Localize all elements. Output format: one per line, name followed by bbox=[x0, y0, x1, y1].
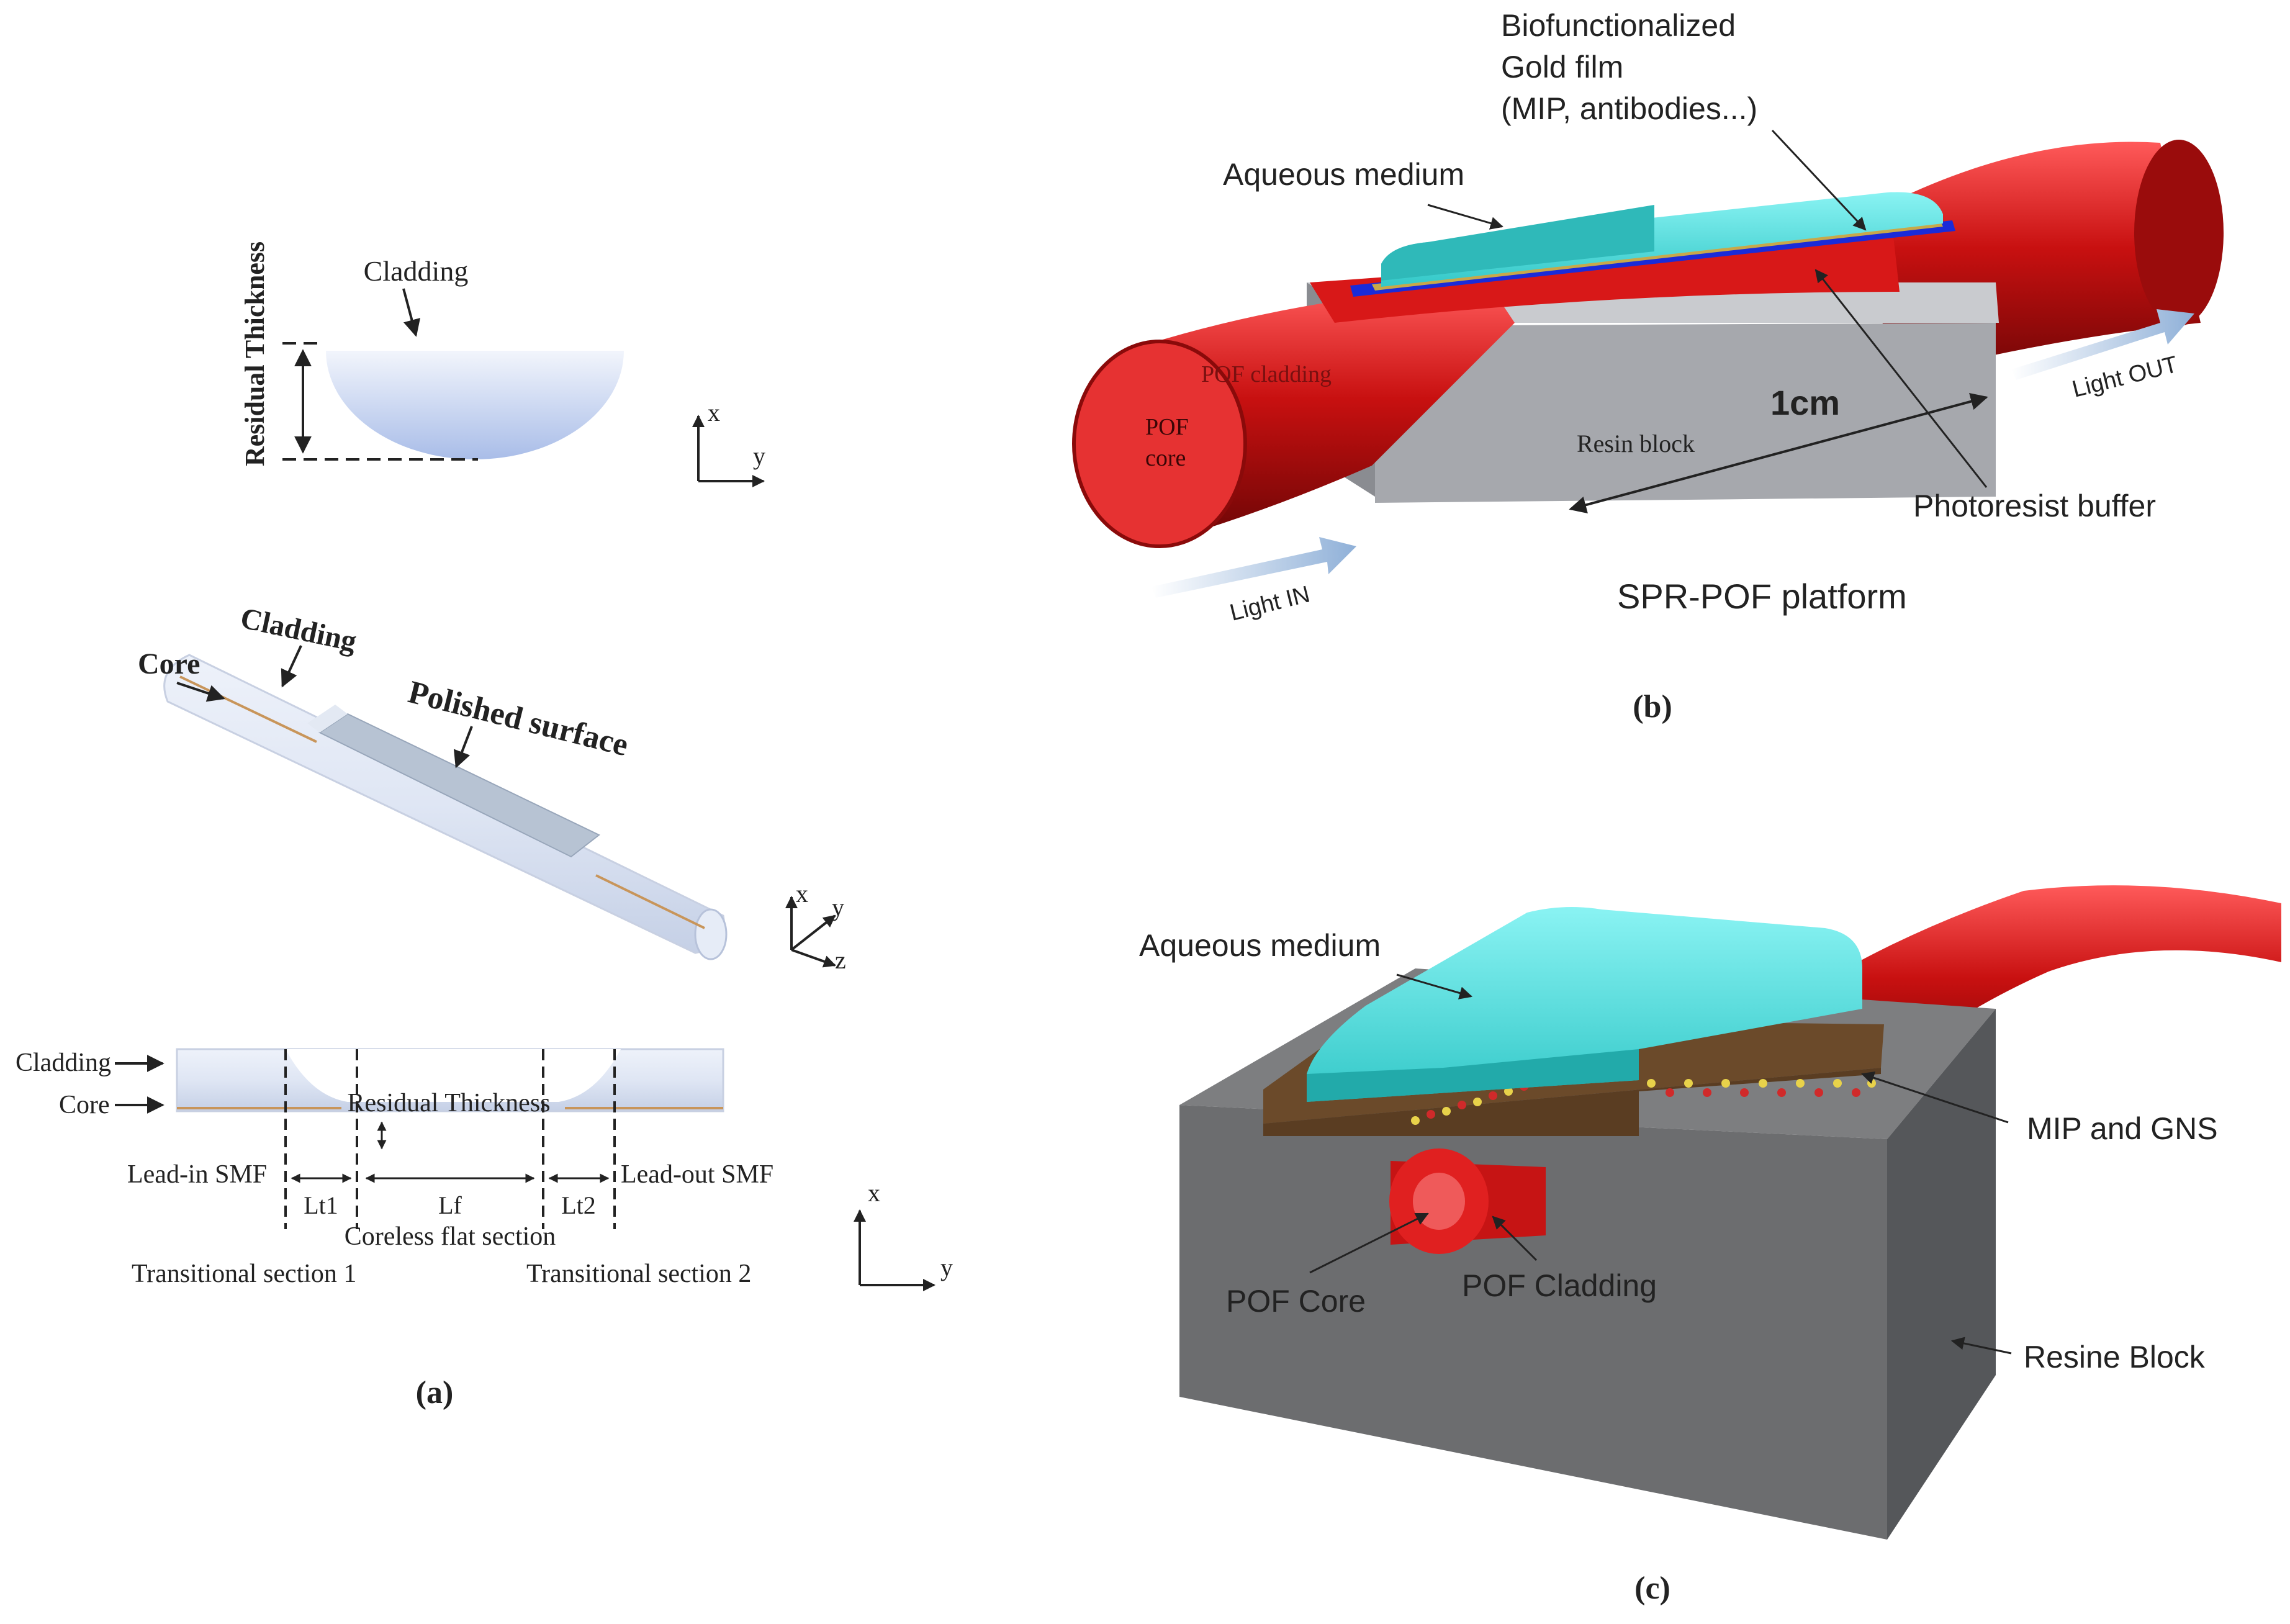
aqueous-arrow-b bbox=[1427, 204, 1504, 230]
axes-xyz: x y z bbox=[785, 880, 846, 974]
bio-gold-line-2: Gold film bbox=[1501, 50, 1623, 84]
lead-in-label: Lead-in SMF bbox=[127, 1160, 267, 1189]
lt2-label: Lt2 bbox=[561, 1191, 596, 1219]
aqueous-arrow-c bbox=[1396, 973, 1473, 999]
lt1-label: Lt1 bbox=[304, 1191, 338, 1219]
panel-a: Residual Thickness Cladding x y Cladding bbox=[16, 241, 953, 1410]
light-in-label: Light IN bbox=[1227, 581, 1312, 626]
pof-cladding-label: POF cladding bbox=[1201, 361, 1332, 387]
fiber-end-face bbox=[694, 908, 728, 960]
polished-surface-arrow bbox=[453, 726, 473, 769]
fiber-core-line-right bbox=[595, 874, 705, 929]
coreless-label: Coreless flat section bbox=[345, 1222, 556, 1251]
transitional-1-label: Transitional section 1 bbox=[132, 1260, 356, 1288]
resine-block-arrow bbox=[1950, 1337, 2012, 1355]
aqueous-medium-block bbox=[1307, 907, 1862, 1102]
pof-cladding-arrow-c bbox=[1492, 1216, 1538, 1261]
light-in-arrow bbox=[1152, 537, 1356, 598]
fiber-side-view: Cladding Core Residual Thickness Lead-in… bbox=[16, 1048, 953, 1291]
panel-c-caption: (c) bbox=[1634, 1571, 1670, 1606]
spr-pof-platform-label: SPR-POF platform bbox=[1617, 577, 1907, 616]
photoresist-buffer-label: Photoresist buffer bbox=[1913, 489, 2156, 523]
aqueous-medium-label-b: Aqueous medium bbox=[1223, 157, 1464, 192]
lf-label: Lf bbox=[438, 1191, 462, 1219]
light-out-label: Light OUT bbox=[2070, 351, 2180, 403]
axis-z-label-2: z bbox=[835, 946, 846, 974]
resine-block-front bbox=[1179, 1105, 1887, 1540]
core-3d-arrow bbox=[176, 682, 225, 702]
length-1cm-label: 1cm bbox=[1770, 383, 1840, 422]
resin-block-label: Resin block bbox=[1577, 430, 1695, 458]
panel-b-caption: (b) bbox=[1633, 689, 1672, 724]
residual-thickness-vertical-label: Residual Thickness bbox=[240, 241, 270, 466]
bio-gold-line-1: Biofunctionalized bbox=[1501, 8, 1736, 43]
fiber-core-line-left bbox=[179, 675, 317, 743]
side-residual-label: Residual Thickness bbox=[347, 1089, 550, 1117]
resine-block-label: Resine Block bbox=[2024, 1340, 2206, 1374]
pof-core-label-c: POF Core bbox=[1226, 1284, 1366, 1319]
pof-core-label-1: POF bbox=[1145, 414, 1189, 440]
axis-x-label-1: x bbox=[708, 399, 720, 426]
side-core-label: Core bbox=[59, 1091, 110, 1119]
bio-gold-arrow bbox=[1771, 129, 1867, 231]
polished-step-face bbox=[307, 705, 348, 733]
photoresist-arrow bbox=[1814, 269, 1988, 488]
pof-core-arrow-c bbox=[1309, 1212, 1429, 1274]
panel-c: Aqueous medium MIP and GNS POF Core POF … bbox=[1139, 885, 2281, 1606]
mip-arrow bbox=[1861, 1071, 2009, 1124]
axes-xy-3: x y bbox=[854, 1179, 953, 1291]
axis-y-label-3: y bbox=[940, 1253, 953, 1281]
cladding-label-top: Cladding bbox=[364, 255, 469, 287]
fiber-right-end bbox=[2134, 140, 2224, 326]
axis-y-label-1: y bbox=[753, 442, 765, 470]
axis-x-label-2: x bbox=[796, 880, 808, 908]
axis-x-label-3: x bbox=[868, 1179, 880, 1207]
pof-core-disc bbox=[1413, 1173, 1465, 1230]
core-label-3d: Core bbox=[138, 647, 200, 680]
cladding-3d-arrow bbox=[281, 645, 302, 688]
cross-section-view: Residual Thickness Cladding x y bbox=[240, 241, 765, 487]
fiber-mid-band bbox=[1310, 236, 1900, 323]
panel-a-caption: (a) bbox=[416, 1375, 454, 1410]
side-polished-groove bbox=[286, 1049, 621, 1102]
resine-block-right bbox=[1887, 1009, 1996, 1540]
pof-cladding-label-c: POF Cladding bbox=[1462, 1268, 1657, 1303]
pof-core-end-face bbox=[1072, 340, 1247, 548]
panel-b: Biofunctionalized Gold film (MIP, antibo… bbox=[1072, 8, 2224, 724]
mip-gns-label: MIP and GNS bbox=[2027, 1111, 2218, 1146]
transitional-2-label: Transitional section 2 bbox=[526, 1260, 751, 1288]
cladding-half-disc bbox=[326, 351, 624, 459]
polished-surface-label: Polished surface bbox=[405, 674, 632, 763]
axis-y-label-2: y bbox=[832, 893, 844, 921]
aqueous-medium-cut bbox=[1381, 205, 1654, 281]
lead-out-label: Lead-out SMF bbox=[621, 1160, 773, 1189]
pof-core-label-2: core bbox=[1145, 445, 1186, 471]
cladding-pointer-arrow bbox=[402, 288, 421, 337]
fiber-3d-view: Cladding Core Polished surface x y z bbox=[138, 602, 846, 974]
axes-xy-1: x y bbox=[692, 399, 765, 487]
bio-gold-line-3: (MIP, antibodies...) bbox=[1501, 91, 1757, 126]
length-dimension-arrow bbox=[1569, 393, 1988, 513]
aqueous-medium-label-c: Aqueous medium bbox=[1139, 928, 1381, 963]
side-cladding-label: Cladding bbox=[16, 1049, 111, 1077]
aqueous-cut-face bbox=[1307, 1049, 1639, 1102]
light-out-arrow bbox=[2011, 309, 2194, 380]
